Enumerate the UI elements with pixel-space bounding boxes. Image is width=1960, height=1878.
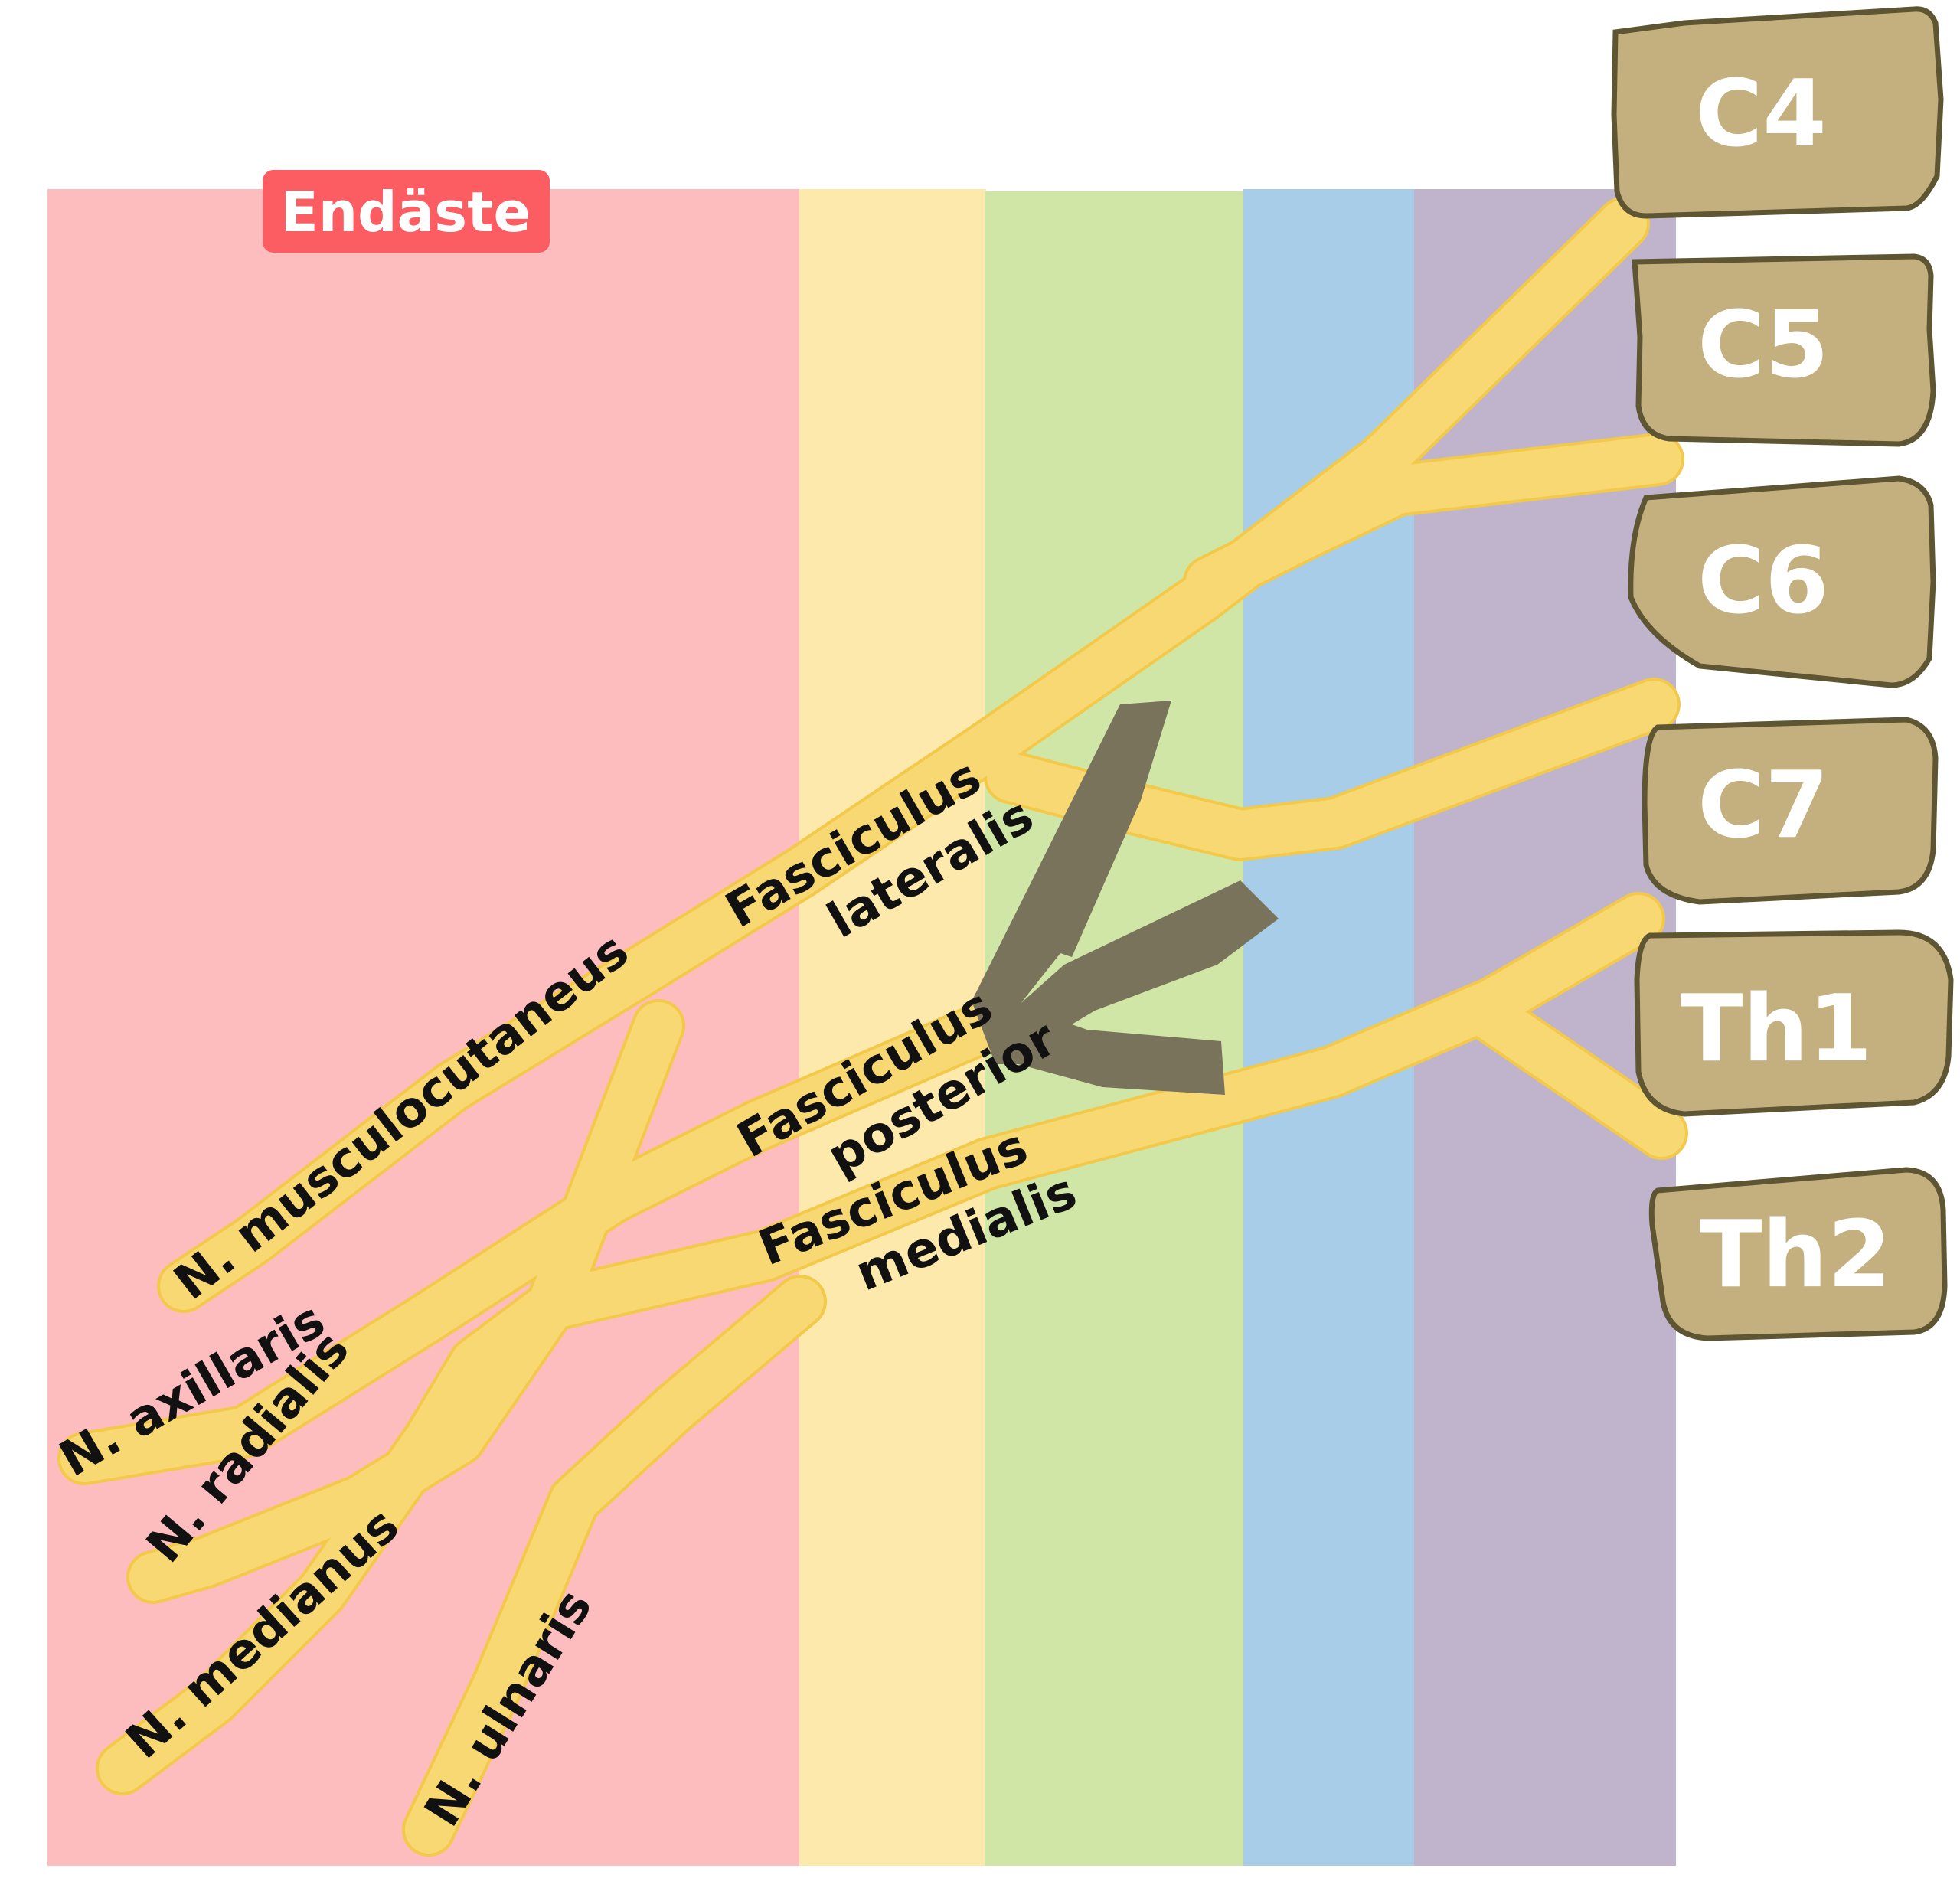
vertebra-th2-label: Th2 xyxy=(1700,1202,1892,1308)
terminal-branches-badge: Endäste xyxy=(263,170,550,253)
ulnaris-branch xyxy=(405,1278,824,1854)
vertebra-c6-label: C6 xyxy=(1697,528,1829,635)
posterior-division-lower xyxy=(972,1003,1225,1095)
posterior-division-upper xyxy=(971,701,1171,1026)
posterior-cord xyxy=(60,1002,1011,1482)
vertebra-c4-label: C4 xyxy=(1695,61,1827,168)
vertebra-th2: Th2 xyxy=(1648,1167,1948,1341)
badge-label: Endäste xyxy=(281,180,531,244)
root-th1 xyxy=(964,895,1662,1187)
nerve-bundles xyxy=(57,197,1688,1857)
vertebra-c5-label: C5 xyxy=(1697,292,1829,399)
lateral-cord xyxy=(160,723,1011,1310)
vertebra-th1-label: Th1 xyxy=(1681,976,1873,1083)
vertebra-c7: C7 xyxy=(1642,717,1939,905)
medial-cord xyxy=(528,1140,1011,1329)
posterior-division-middle xyxy=(995,880,1279,1057)
vertebra-c7-body xyxy=(1642,717,1939,905)
vertebra-c6: C6 xyxy=(1628,475,1936,688)
vertebra-th1-body xyxy=(1634,929,1954,1117)
vertebra-c7-label: C7 xyxy=(1697,753,1829,859)
badge-background xyxy=(263,170,550,253)
root-th2 xyxy=(1469,995,1685,1157)
vertebrae: C4 C5 C6 C7 Th1 Th2 xyxy=(1611,6,1954,1341)
vertebra-c5: C5 xyxy=(1632,253,1936,447)
posterior-divisions xyxy=(971,701,1279,1095)
vertebra-c4-body xyxy=(1611,6,1944,219)
medianus-branch xyxy=(99,1339,498,1792)
vertebra-c6-body xyxy=(1628,475,1936,688)
vertebra-c5-body xyxy=(1632,253,1936,447)
vertebra-c4: C4 xyxy=(1611,6,1944,219)
region-terminal-branches xyxy=(47,189,802,1866)
vertebra-th2-body xyxy=(1648,1167,1948,1341)
vertebra-th1: Th1 xyxy=(1634,929,1954,1117)
root-c6 xyxy=(1278,436,1681,560)
upper-trunk xyxy=(1186,512,1325,606)
root-c7 xyxy=(987,681,1677,858)
